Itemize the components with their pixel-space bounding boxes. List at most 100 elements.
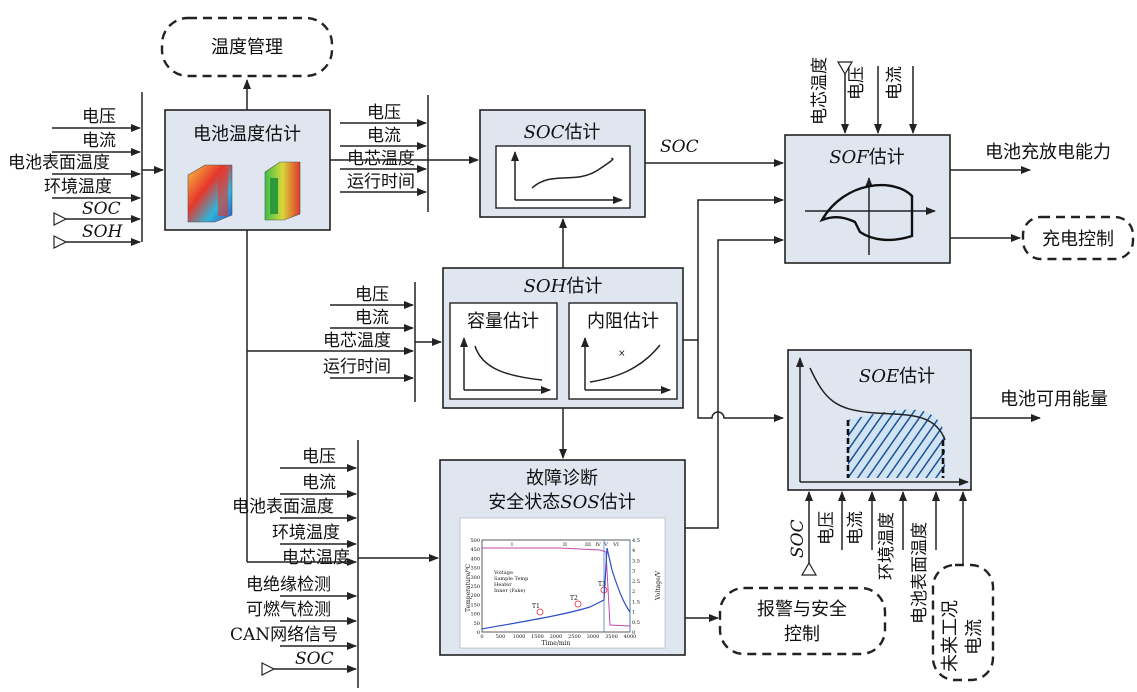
sof-input-current: 电流 (885, 66, 905, 100)
soe-bottom-inputs: SOC 电压 电流 环境温度 电池表面温度 (788, 491, 967, 624)
sos-point-t2: T2 (570, 595, 578, 602)
fault-input-voltage: 电压 (302, 447, 336, 467)
resistance-estimation-label: 内阻估计 (587, 311, 659, 332)
sos-x-tick: 500 (496, 634, 506, 640)
capacity-estimation-label: 容量估计 (467, 311, 539, 332)
sos-legend-sample-temp: Sample Temp (494, 576, 528, 582)
future-condition-line2: 电流 (964, 619, 985, 655)
temp-input-soc: SOC (82, 199, 121, 219)
sos-y-tick: 0 (477, 630, 480, 636)
temp-input-soh-triangle (53, 235, 68, 249)
soh-to-soe-arrow (697, 340, 784, 422)
charge-control-node: 充电控制 (1021, 215, 1135, 261)
temp-estimation-block: 电池温度估计 (164, 109, 331, 231)
sos-x-label: Time/min (542, 640, 571, 647)
sos-x-tick: 3000 (587, 634, 600, 640)
sof-input-cell-temp: 电芯温度 (810, 57, 830, 125)
sos-stage-label: II (563, 542, 567, 548)
sof-loop (819, 183, 914, 242)
soe-input-voltage: 电压 (817, 511, 837, 545)
sos-y-tick: 500 (470, 538, 480, 544)
sos-y-tick: 100 (470, 612, 480, 618)
sos-point-t1: T1 (532, 603, 540, 610)
fault-input-current: 电流 (302, 473, 336, 493)
soh-estimation-title: SOH估计 (524, 276, 603, 297)
sos-legend-heater: Heater (494, 582, 512, 588)
sos-y-tick: 450 (470, 547, 480, 553)
available-energy-label: 电池可用能量 (1000, 389, 1108, 410)
soc-output-label: SOC (660, 137, 699, 157)
future-condition-node: 未来工况 电流 (931, 563, 995, 682)
soc-input-cell-temp: 电芯温度 (347, 149, 415, 169)
soc-estimation-title: SOC估计 (524, 122, 601, 143)
sos-y2-tick: 1.5 (632, 599, 640, 605)
soe-estimation-title: SOE估计 (859, 366, 935, 387)
temp-input-current: 电流 (82, 131, 116, 151)
sos-y-tick: 300 (470, 575, 480, 581)
sos-x-tick: 2000 (550, 634, 563, 640)
sos-y2-tick: 1 (632, 610, 635, 616)
sos-y-tick: 150 (470, 602, 480, 608)
temp-input-soh: SOH (82, 222, 124, 242)
soh-input-cell-temp: 电芯温度 (323, 331, 391, 351)
soh-inputs: 电压 电流 电芯温度 运行时间 (247, 285, 414, 382)
sos-stage-label: IV (595, 542, 601, 548)
soc-input-voltage: 电压 (367, 103, 401, 123)
sos-y-tick: 50 (474, 621, 480, 627)
future-condition-line1: 未来工况 (940, 600, 961, 672)
sos-y2-tick: 4 (632, 548, 635, 554)
temp-input-ambient-temp: 环境温度 (44, 177, 112, 197)
temp-management-label: 温度管理 (211, 37, 283, 58)
sos-stage-label: III (585, 542, 591, 548)
soe-input-ambient-temp: 环境温度 (877, 512, 897, 580)
sos-y-tick: 200 (470, 593, 480, 599)
sos-y2-tick: 4.5 (632, 538, 640, 544)
soe-curve (809, 367, 946, 441)
thermal-image-right (264, 161, 301, 221)
fault-to-sof-arrow (685, 236, 784, 529)
sos-y2-tick: 0 (632, 630, 635, 636)
soe-estimation-block: SOE估计 (787, 349, 972, 491)
fault-diagnosis-title: 故障诊断 (526, 468, 598, 489)
sos-y2-tick: 3.5 (632, 558, 640, 564)
charge-control-label: 充电控制 (1042, 229, 1114, 250)
soc-estimation-block: SOC估计 (479, 109, 646, 218)
temp-input-voltage: 电压 (82, 107, 116, 127)
sof-top-inputs: 电芯温度 电压 电流 (810, 57, 917, 134)
alarm-control-line2: 控制 (784, 624, 820, 645)
soh-input-voltage: 电压 (355, 285, 389, 305)
sof-input-voltage: 电压 (847, 66, 867, 100)
fault-input-ambient-temp: 环境温度 (272, 523, 340, 543)
sos-legend-inner: Inner (Fake) (494, 587, 525, 594)
sos-stage-label: VI (612, 542, 619, 548)
sos-legend: Voltage Sample Temp Heater Inner (Fake) (493, 570, 528, 594)
alarm-control-node: 报警与安全 控制 (718, 586, 887, 656)
soh-to-sof-arrow (683, 196, 784, 341)
soc-curve (531, 157, 614, 189)
temp-inputs: 电压 电流 电池表面温度 环境温度 SOC SOH (8, 107, 141, 249)
sos-y-tick: 400 (470, 556, 480, 562)
sos-stage-label: I (511, 542, 513, 548)
fault-input-insulation: 电绝缘检测 (246, 575, 331, 595)
alarm-control-line1: 报警与安全 (757, 599, 847, 620)
sos-x-tick: 4000 (624, 634, 637, 640)
soe-input-current: 电流 (846, 511, 866, 545)
soh-input-current: 电流 (355, 308, 389, 328)
sos-y2-label: Voltage/V (655, 570, 662, 601)
charge-ability-label: 电池充放电能力 (985, 142, 1111, 163)
sos-y2-tick: 2 (632, 589, 635, 595)
soc-input-current: 电流 (367, 126, 401, 146)
sos-y-tick: 250 (470, 584, 480, 590)
sos-point-t3: T3 (598, 581, 606, 588)
fault-input-can: CAN网络信号 (230, 625, 338, 645)
sos-y2-tick: 0.5 (632, 620, 640, 626)
soe-input-soc: SOC (788, 519, 808, 558)
sos-x-tick: 1000 (513, 634, 526, 640)
sos-x-tick: 2500 (568, 634, 581, 640)
sof-estimation-title: SOF估计 (829, 147, 905, 168)
sos-x-tick: 0 (480, 634, 483, 640)
fault-input-gas: 可燃气检测 (246, 600, 331, 620)
